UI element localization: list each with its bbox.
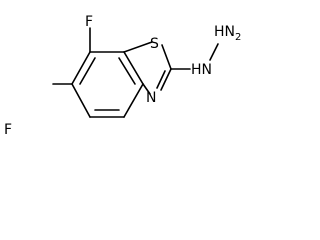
bond-c3a-c4 bbox=[123, 83, 144, 118]
bond-c6-c7-inner bbox=[79, 57, 96, 85]
bond-n-c3a bbox=[142, 83, 151, 95]
bond-c7a-c3a bbox=[123, 51, 144, 85]
fluorine-top-label: F bbox=[85, 14, 93, 30]
sulfur-label: S bbox=[150, 36, 159, 52]
fluorine-left-label: F bbox=[4, 122, 12, 138]
bond-s-c2 bbox=[161, 44, 172, 70]
bond-c7a-s bbox=[123, 41, 153, 53]
bond-c5-c6 bbox=[71, 83, 91, 118]
bond-c2-n-inner bbox=[156, 70, 166, 89]
bond-nh-nh2 bbox=[209, 43, 219, 61]
bond-c2-n bbox=[160, 68, 172, 91]
benzothiazole-hydrazine-structure: F F S N HN HN2 bbox=[4, 14, 241, 138]
hydrazine-nh-label: HN bbox=[191, 62, 212, 78]
nitrogen-ring-label: N bbox=[146, 90, 156, 106]
hydrazine-nh2-label: HN2 bbox=[214, 24, 241, 43]
bond-c6-c7 bbox=[71, 51, 91, 85]
bond-c7a-c3a-inner bbox=[118, 57, 136, 85]
